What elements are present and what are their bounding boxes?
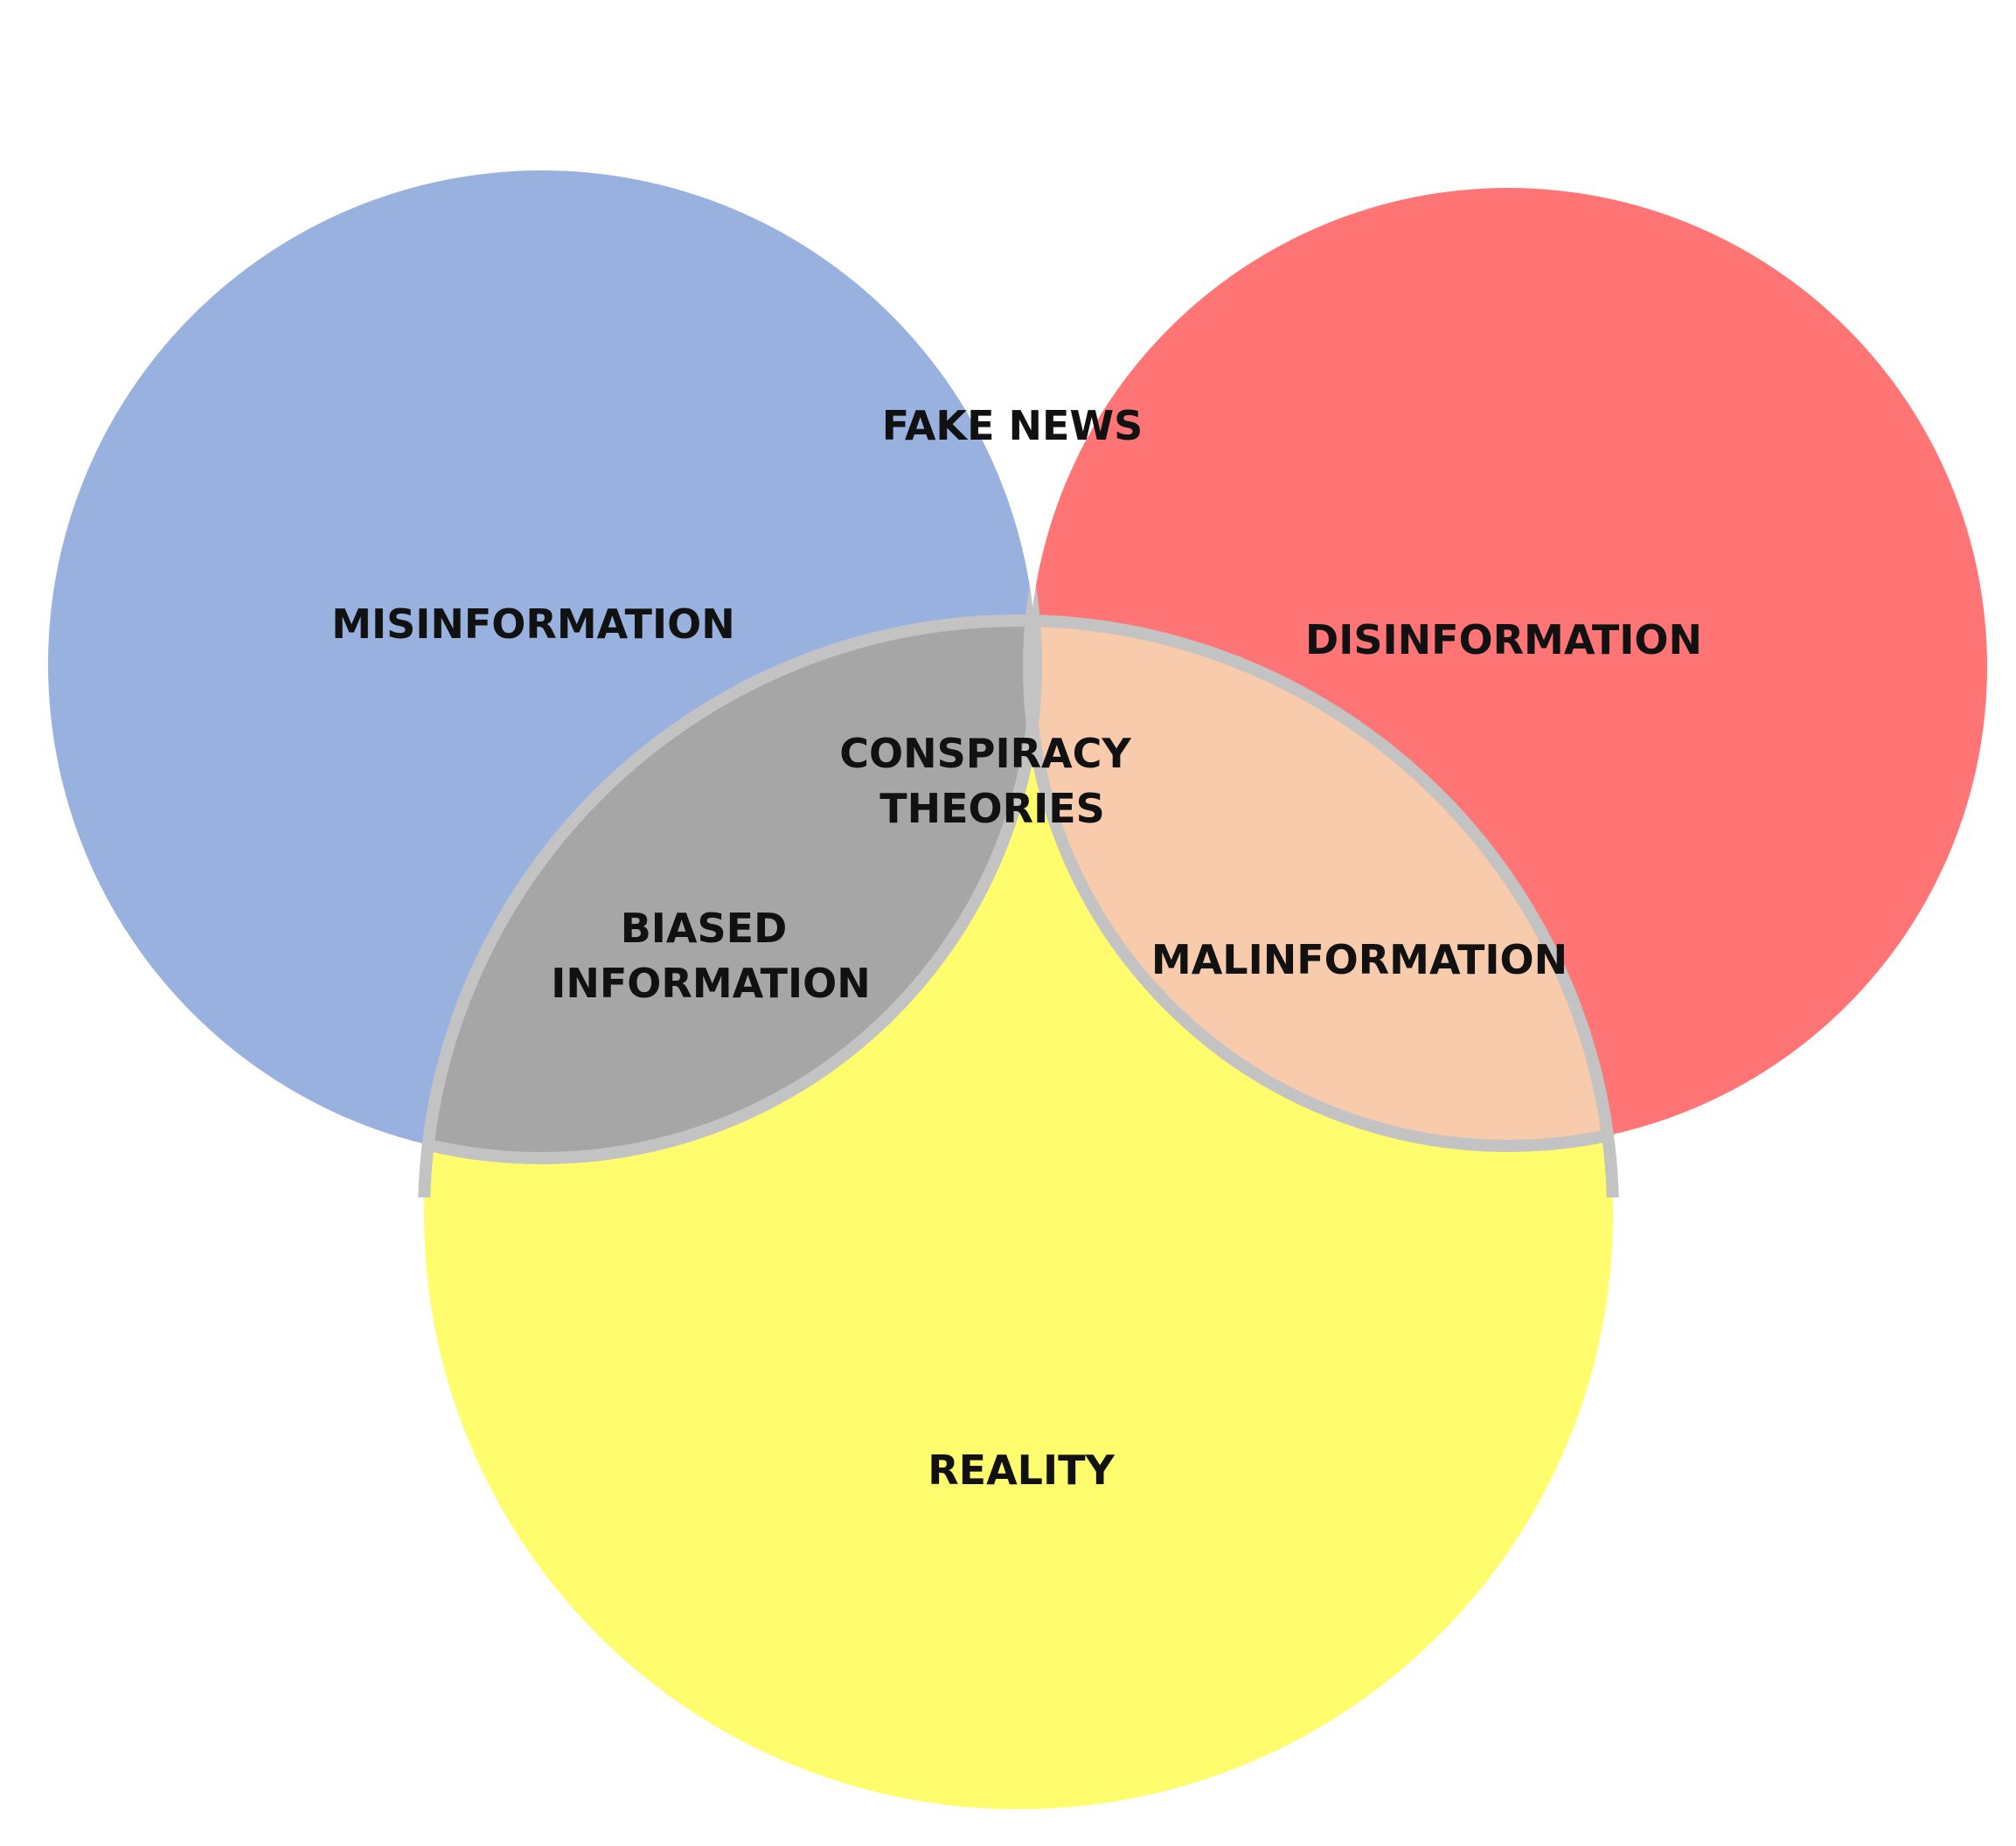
reality-upper-border — [418, 614, 1619, 1197]
reality-label: REALITY — [928, 1447, 1115, 1494]
biased-information-label-line-2: INFORMATION — [551, 960, 870, 1007]
biased-information-label: BIASED INFORMATION — [551, 905, 870, 1007]
disinformation-label: DISINFORMATION — [1305, 616, 1702, 663]
disinformation-lower-border — [1023, 621, 1613, 1152]
conspiracy-theories-label: CONSPIRACY THEORIES — [839, 730, 1144, 832]
fake-news-label: FAKE NEWS — [882, 402, 1144, 449]
malinformation-label: MALINFORMATION — [1151, 936, 1568, 983]
conspiracy-theories-label-line-2: THEORIES — [879, 785, 1105, 832]
misinformation-label: MISINFORMATION — [331, 600, 734, 648]
conspiracy-theories-label-line-1: CONSPIRACY — [839, 730, 1131, 777]
misinformation-lower-border — [424, 621, 1042, 1164]
biased-information-label-line-1: BIASED — [621, 905, 788, 952]
